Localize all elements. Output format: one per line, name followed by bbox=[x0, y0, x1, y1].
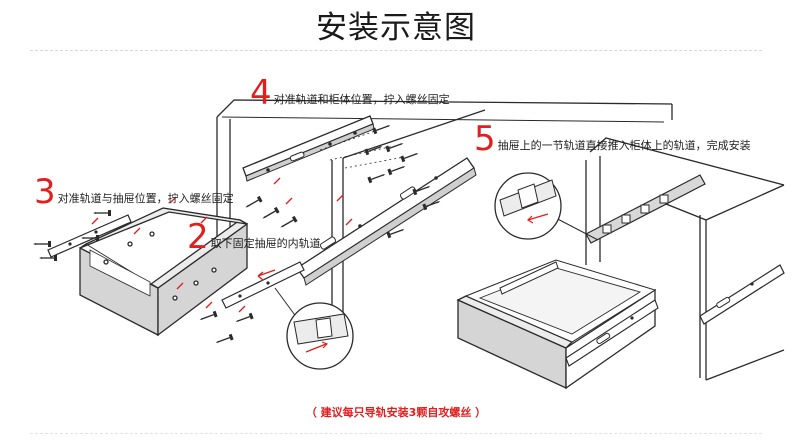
detail-zoom-left bbox=[274, 287, 354, 370]
step-5-label: 5 抽屉上的一节轨道直接推入柜体上的轨道，完成安装 bbox=[474, 119, 751, 159]
step-4-text: 对准轨道和柜体位置，拧入螺丝固定 bbox=[273, 93, 450, 106]
cabinet-right-side-rail bbox=[699, 264, 785, 325]
step-5-text: 抽屉上的一节轨道直接推入柜体上的轨道，完成安装 bbox=[497, 139, 751, 152]
cabinet-right-top bbox=[585, 156, 601, 265]
step-3-label: 3 对准轨道与抽屉位置，拧入螺丝固定 bbox=[34, 172, 234, 212]
cabinet-rail-lower bbox=[296, 157, 477, 286]
guide-dashes-step-4 bbox=[319, 129, 405, 169]
step-3-text: 对准轨道与抽屉位置，拧入螺丝固定 bbox=[57, 192, 234, 205]
cabinet-top-inner bbox=[221, 116, 665, 123]
page-title: 安装示意图 bbox=[316, 10, 476, 46]
step-2-label: 2 取下固定抽屉的内轨道 bbox=[187, 217, 321, 257]
step-2-number: 2 bbox=[187, 217, 209, 257]
cabinet-right-side bbox=[705, 184, 785, 221]
title-divider bbox=[30, 50, 762, 51]
inner-rail-step-2 bbox=[221, 261, 305, 309]
bottom-divider bbox=[30, 433, 762, 434]
drawer-right-rail bbox=[499, 261, 659, 367]
step-4-number: 4 bbox=[250, 73, 272, 113]
arrow-remove-rail bbox=[257, 269, 276, 281]
step-5-number: 5 bbox=[474, 119, 496, 159]
step-2-text: 取下固定抽屉的内轨道 bbox=[210, 237, 321, 250]
cabinet-right-floor bbox=[705, 349, 785, 381]
cabinet-top-edge bbox=[216, 99, 673, 118]
cabinet-frame bbox=[216, 99, 673, 355]
drawer-box bbox=[79, 207, 249, 337]
cabinet-right-front-edge bbox=[655, 199, 707, 380]
red-arrows bbox=[91, 177, 353, 313]
cabinet-right bbox=[585, 137, 785, 381]
cabinet-rail-upper bbox=[242, 115, 375, 182]
cabinet-right-back-top bbox=[589, 137, 785, 186]
cabinet-right-rail bbox=[585, 174, 706, 244]
screws-step-2 bbox=[197, 310, 255, 347]
step-4-label: 4 对准轨道和柜体位置，拧入螺丝固定 bbox=[250, 73, 450, 113]
drawer-rail-left bbox=[47, 214, 132, 258]
detail-zoom-right bbox=[494, 172, 599, 241]
installation-note: （ 建议每只导轨安装3颗自攻螺丝 ） bbox=[305, 406, 487, 419]
cabinet-far-edge bbox=[342, 109, 486, 159]
step-3-number: 3 bbox=[34, 172, 56, 212]
